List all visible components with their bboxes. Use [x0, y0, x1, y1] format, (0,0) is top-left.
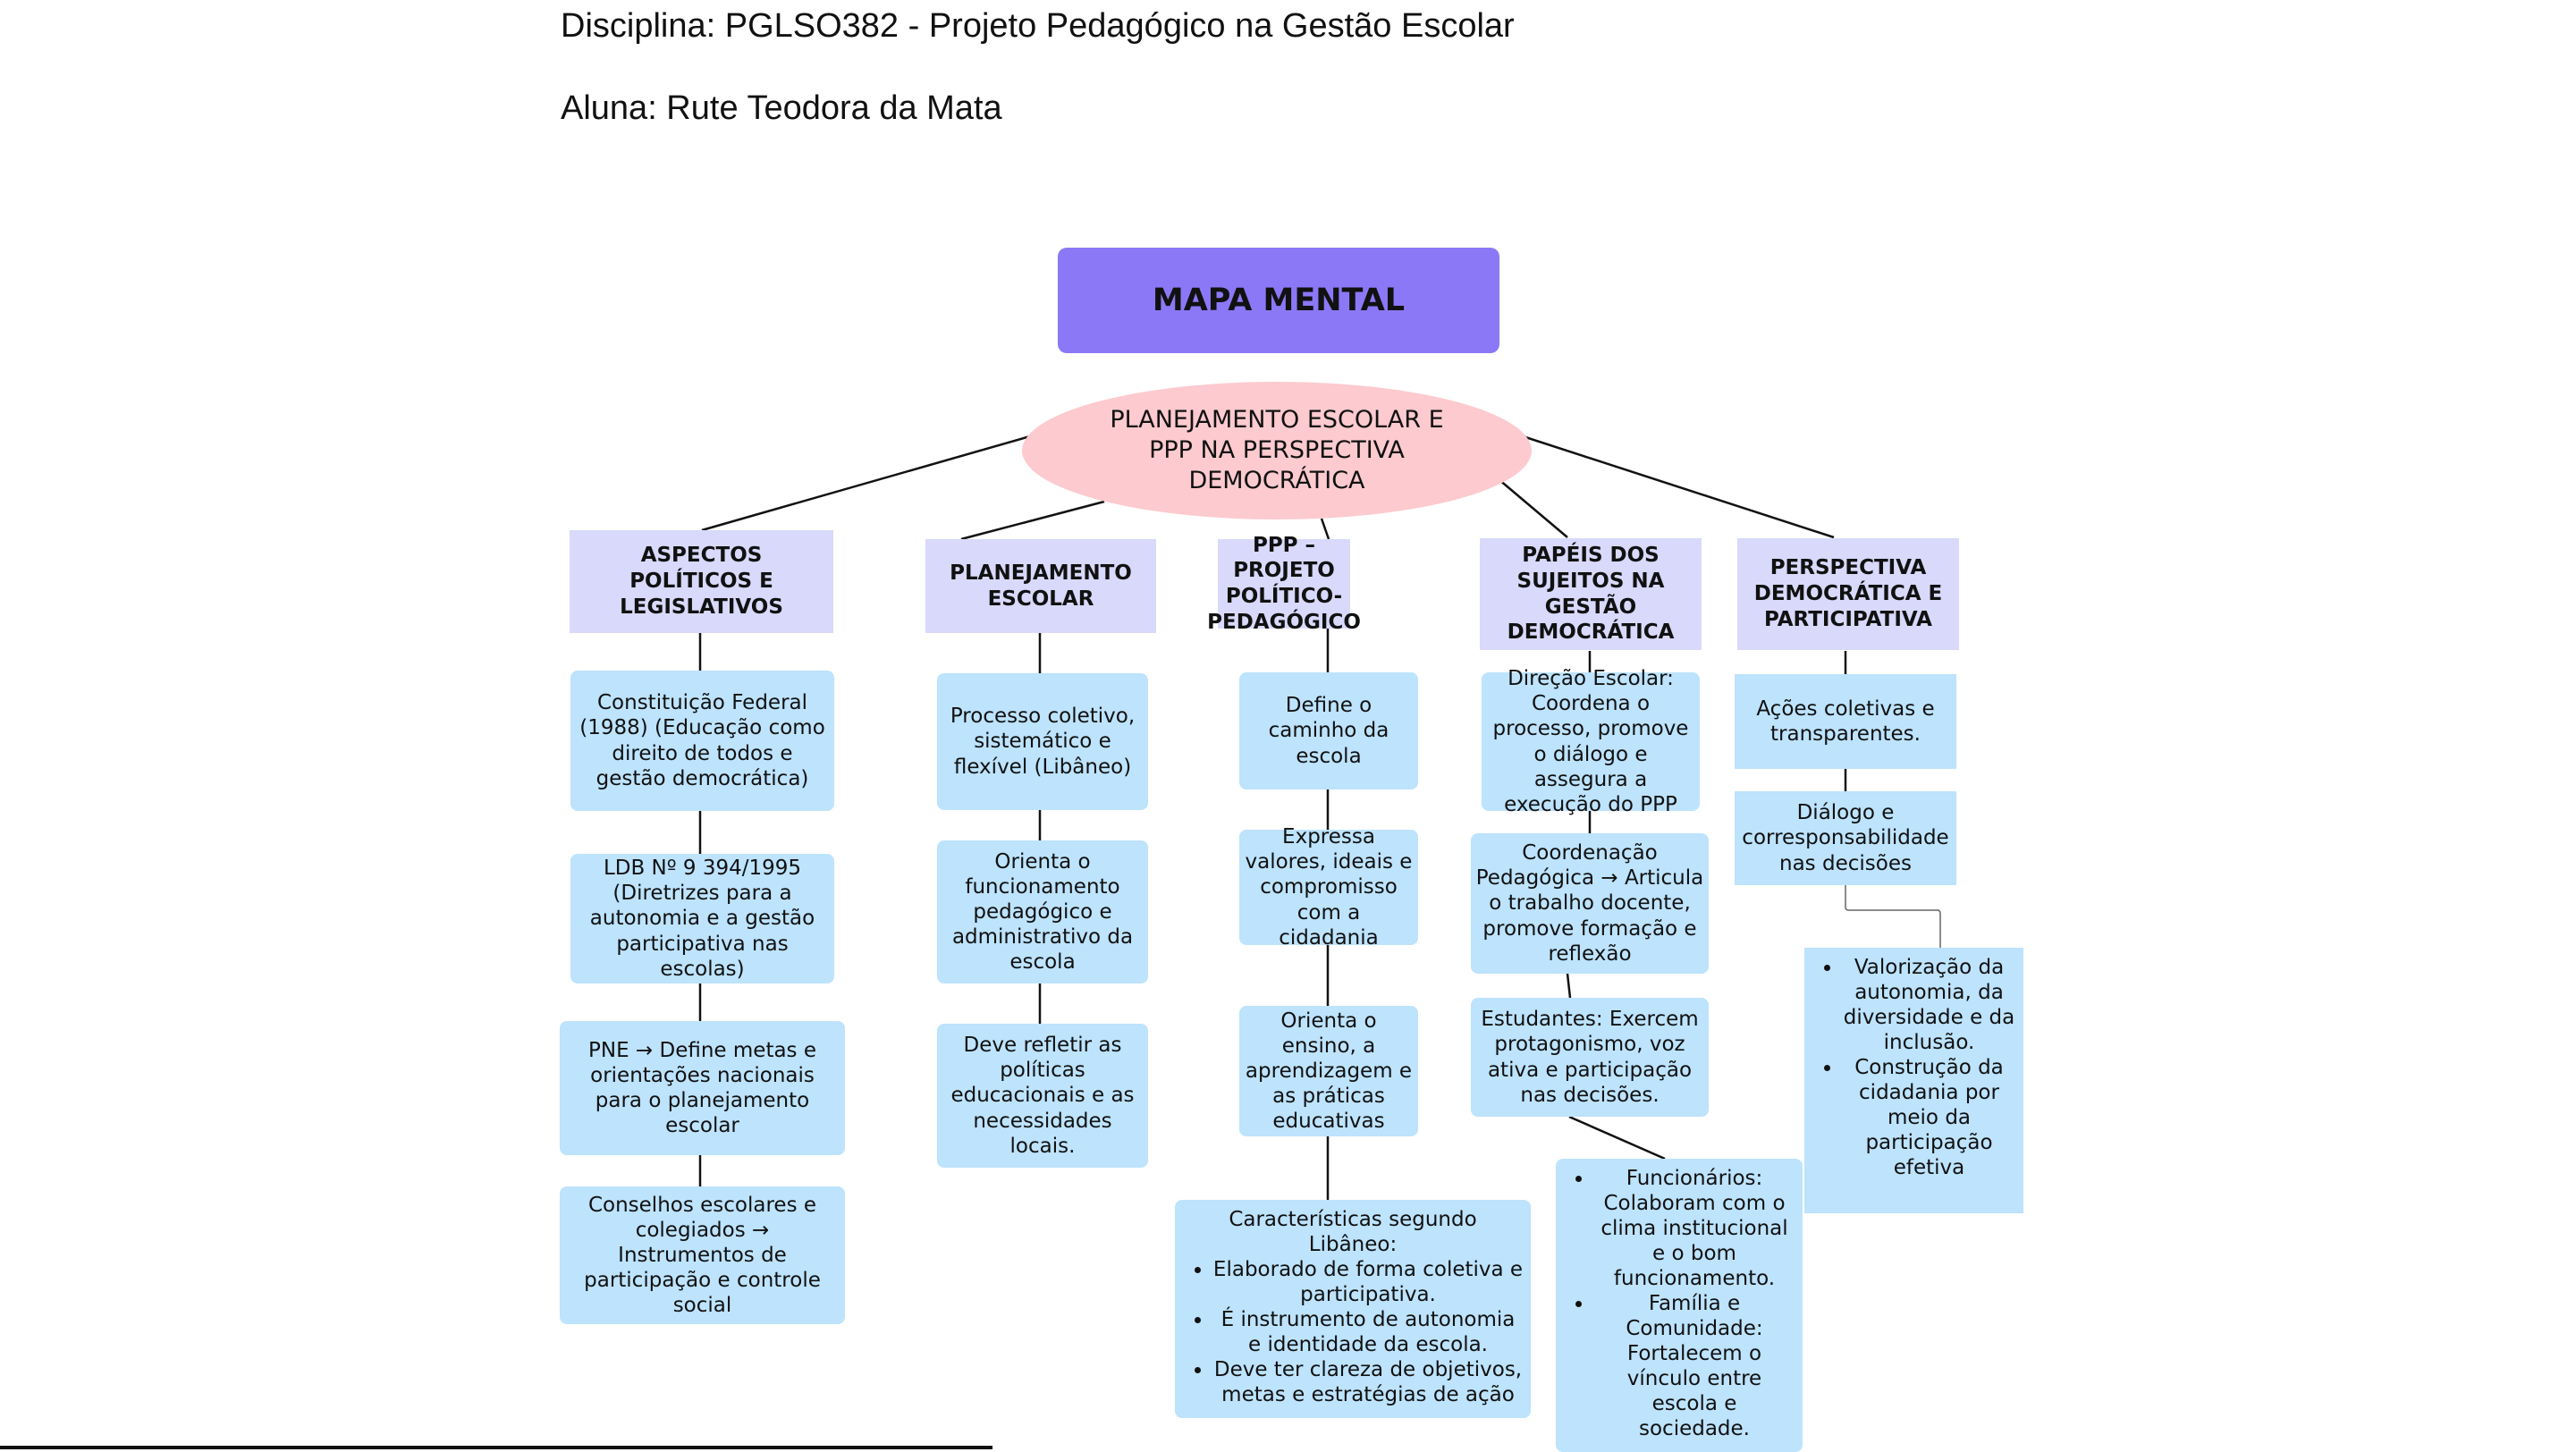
category-perspectiva-democratica: PERSPECTIVA DEMOCRÁTICA E PARTICIPATIVA: [1737, 538, 1959, 650]
bullet-list: Valorização da autonomia, da diversidade…: [1812, 955, 2016, 1180]
connector-line: [1320, 518, 1330, 540]
discipline-label: Disciplina: PGLSO382 - Projeto Pedagógic…: [561, 7, 1515, 45]
category-planejamento-escolar: PLANEJAMENTO ESCOLAR: [925, 539, 1156, 633]
leaf-estudantes: Estudantes: Exercem protagonismo, voz at…: [1471, 998, 1709, 1117]
page-bottom-rule: [0, 1446, 992, 1449]
connector-line: [1519, 434, 1835, 539]
list-intro: Características segundo Libâneo:: [1229, 1208, 1477, 1257]
leaf-acoes-coletivas: Ações coletivas e transparentes.: [1735, 674, 1956, 769]
leaf-dialogo-corresponsabilidade: Diálogo e corresponsabilidade nas decisõ…: [1735, 791, 1956, 885]
leaf-processo-coletivo: Processo coletivo, sistemático e flexíve…: [937, 673, 1148, 810]
connector-line: [701, 435, 1031, 532]
map-title: MAPA MENTAL: [1058, 248, 1499, 353]
central-topic: PLANEJAMENTO ESCOLAR E PPP NA PERSPECTIV…: [1022, 382, 1532, 519]
category-ppp: PPP – PROJETO POLÍTICO-PEDAGÓGICO: [1207, 533, 1361, 634]
leaf-pne: PNE → Define metas e orientações naciona…: [560, 1021, 845, 1155]
connector-line: [1498, 478, 1568, 538]
leaf-caracteristicas-libaneo: Características segundo Libâneo: Elabora…: [1175, 1200, 1531, 1418]
category-papeis-sujeitos: PAPÉIS DOS SUJEITOS NA GESTÃO DEMOCRÁTIC…: [1480, 538, 1702, 650]
list-item: Deve ter clareza de objetivos, metas e e…: [1212, 1357, 1524, 1407]
list-item: Elaborado de forma coletiva e participat…: [1212, 1257, 1524, 1307]
leaf-direcao-escolar: Direção Escolar: Coordena o processo, pr…: [1482, 667, 1700, 816]
leaf-valorizacao-cidadania: Valorização da autonomia, da diversidade…: [1804, 948, 2023, 1213]
leaf-expressa-valores: Expressa valores, ideais e compromisso c…: [1239, 825, 1418, 950]
bullet-list: Elaborado de forma coletiva e participat…: [1182, 1257, 1524, 1407]
leaf-refletir-politicas: Deve refletir as políticas educacionais …: [937, 1024, 1148, 1168]
leaf-conselhos: Conselhos escolares e colegiados → Instr…: [560, 1186, 845, 1324]
leaf-orienta-ensino: Orienta o ensino, a aprendizagem e as pr…: [1239, 1006, 1418, 1136]
leaf-coordenacao-pedagogica: Coordenação Pedagógica → Articula o trab…: [1471, 833, 1709, 974]
list-item: Funcionários: Colaboram com o clima inst…: [1593, 1166, 1795, 1291]
leaf-ldb: LDB Nº 9 394/1995 (Diretrizes para a aut…: [570, 854, 834, 983]
connector-line: [960, 500, 1105, 541]
leaf-orienta-funcionamento: Orienta o funcionamento pedagógico e adm…: [937, 840, 1148, 983]
connector-line: [1845, 885, 1941, 948]
leaf-define-caminho: Define o caminho da escola: [1239, 672, 1418, 789]
student-label: Aluna: Rute Teodora da Mata: [561, 89, 1002, 127]
list-item: Construção da cidadania por meio da part…: [1842, 1055, 2016, 1180]
list-item: Família e Comunidade: Fortalecem o víncu…: [1593, 1291, 1795, 1441]
connector-line: [1568, 1115, 1666, 1161]
category-aspectos-politicos: ASPECTOS POLÍTICOS E LEGISLATIVOS: [570, 530, 833, 633]
leaf-constituicao: Constituição Federal (1988) (Educação co…: [570, 671, 834, 811]
bullet-list: Funcionários: Colaboram com o clima inst…: [1563, 1166, 1795, 1442]
connector-line: [1566, 973, 1572, 999]
list-item: Valorização da autonomia, da diversidade…: [1842, 955, 2016, 1055]
leaf-funcionarios-familia: Funcionários: Colaboram com o clima inst…: [1556, 1159, 1803, 1452]
list-item: É instrumento de autonomia e identidade …: [1212, 1307, 1524, 1357]
